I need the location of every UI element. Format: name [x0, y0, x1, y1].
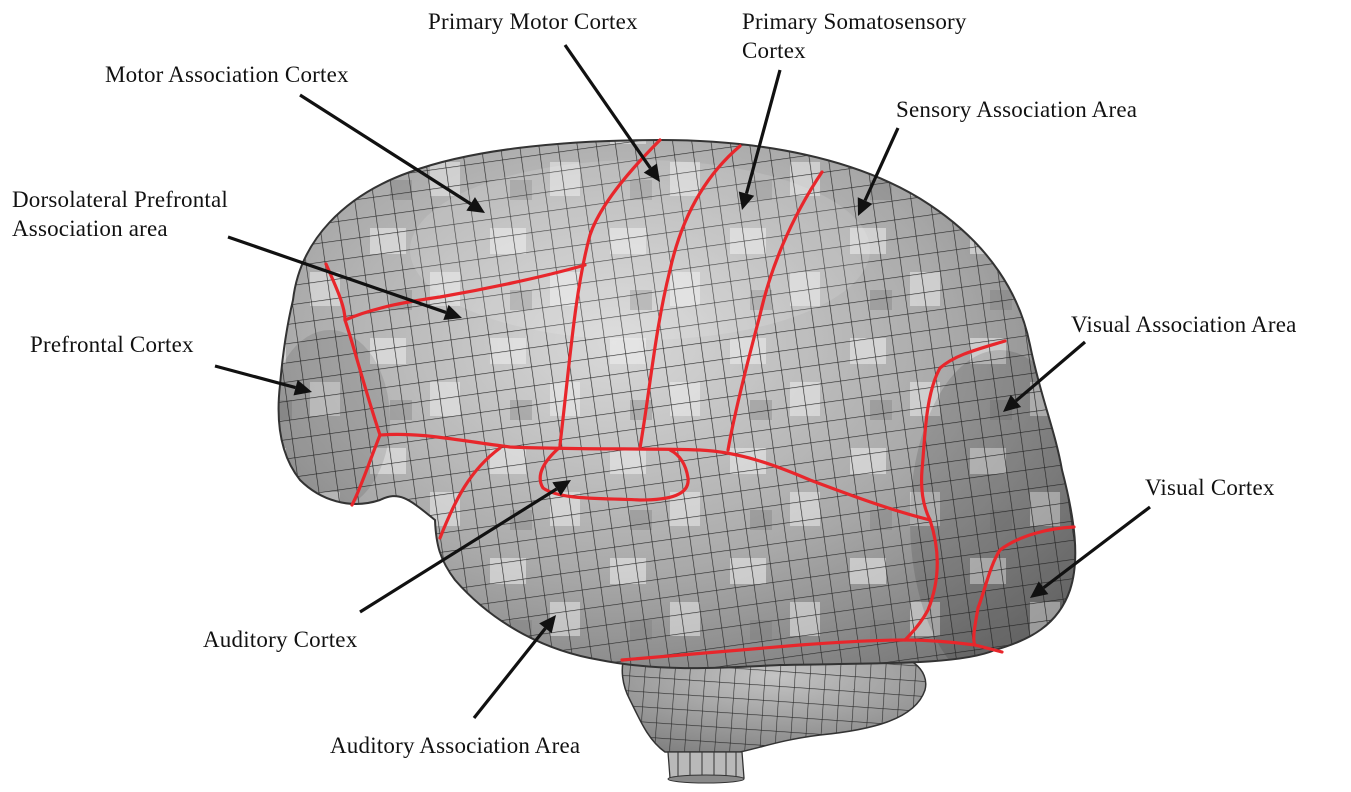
- label-visual-association-area-text: Visual Association Area: [1071, 310, 1297, 339]
- label-auditory-cortex: Auditory Cortex: [203, 625, 357, 654]
- label-visual-association-area: Visual Association Area: [1071, 310, 1297, 339]
- label-dlpfc-line2: Association area: [12, 214, 228, 243]
- label-prefrontal-cortex: Prefrontal Cortex: [30, 330, 194, 359]
- label-auditory-cortex-text: Auditory Cortex: [203, 625, 357, 654]
- label-sensory-association-area-text: Sensory Association Area: [896, 95, 1137, 124]
- label-dorsolateral-prefrontal-association-area: Dorsolateral Prefrontal Association area: [12, 185, 228, 243]
- label-primary-somatosensory-line1: Primary Somatosensory: [742, 7, 967, 36]
- arrow-auditory-association-area-shaft: [474, 628, 545, 718]
- label-primary-somatosensory-line2: Cortex: [742, 36, 967, 65]
- brainstem: [668, 752, 744, 783]
- label-visual-cortex-text: Visual Cortex: [1145, 473, 1275, 502]
- label-prefrontal-cortex-text: Prefrontal Cortex: [30, 330, 194, 359]
- label-motor-association-cortex: Motor Association Cortex: [105, 60, 349, 89]
- label-dlpfc-line1: Dorsolateral Prefrontal: [12, 185, 228, 214]
- label-primary-motor-cortex: Primary Motor Cortex: [428, 7, 638, 36]
- label-auditory-association-area-text: Auditory Association Area: [330, 731, 580, 760]
- label-visual-cortex: Visual Cortex: [1145, 473, 1275, 502]
- label-sensory-association-area: Sensory Association Area: [896, 95, 1137, 124]
- label-motor-association-cortex-text: Motor Association Cortex: [105, 60, 349, 89]
- label-auditory-association-area: Auditory Association Area: [330, 731, 580, 760]
- label-primary-motor-cortex-text: Primary Motor Cortex: [428, 7, 638, 36]
- label-primary-somatosensory-cortex: Primary Somatosensory Cortex: [742, 7, 967, 65]
- cerebrum: [270, 130, 1090, 690]
